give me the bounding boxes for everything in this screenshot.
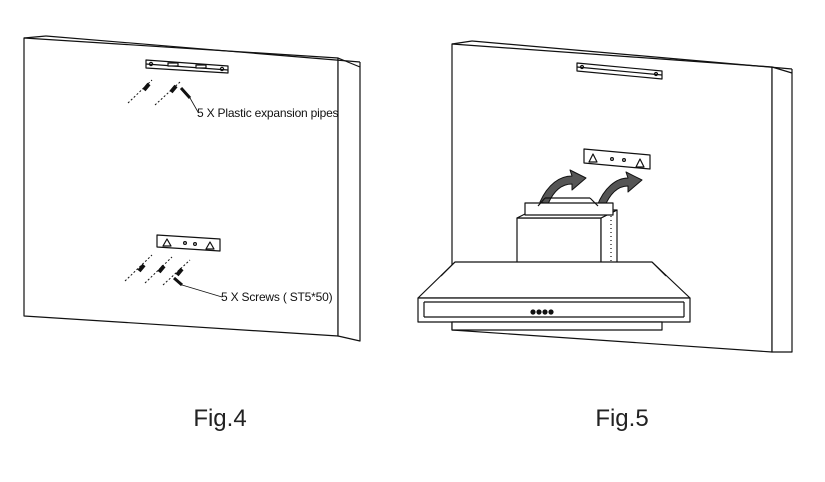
figure-5-caption: Fig.5	[595, 405, 649, 432]
fig4-screws	[124, 254, 223, 298]
fig4-wall	[23, 35, 361, 342]
fig5-lower-bracket	[583, 148, 651, 170]
fig4-lower-bracket	[156, 234, 221, 252]
fig5-control-buttons	[530, 309, 554, 315]
fig4-expansion-pipes	[127, 79, 199, 113]
fig5-hood-canopy	[417, 261, 691, 331]
fig4-upper-bracket	[145, 59, 229, 74]
figure-4-caption: Fig.4	[193, 405, 247, 432]
callout-screws: 5 X Screws ( ST5*50)	[221, 290, 333, 304]
fig5-upper-bracket	[576, 62, 663, 80]
callout-expansion-pipes: 5 X Plastic expansion pipes	[197, 106, 339, 120]
fig5-lift-arrows	[539, 169, 643, 209]
